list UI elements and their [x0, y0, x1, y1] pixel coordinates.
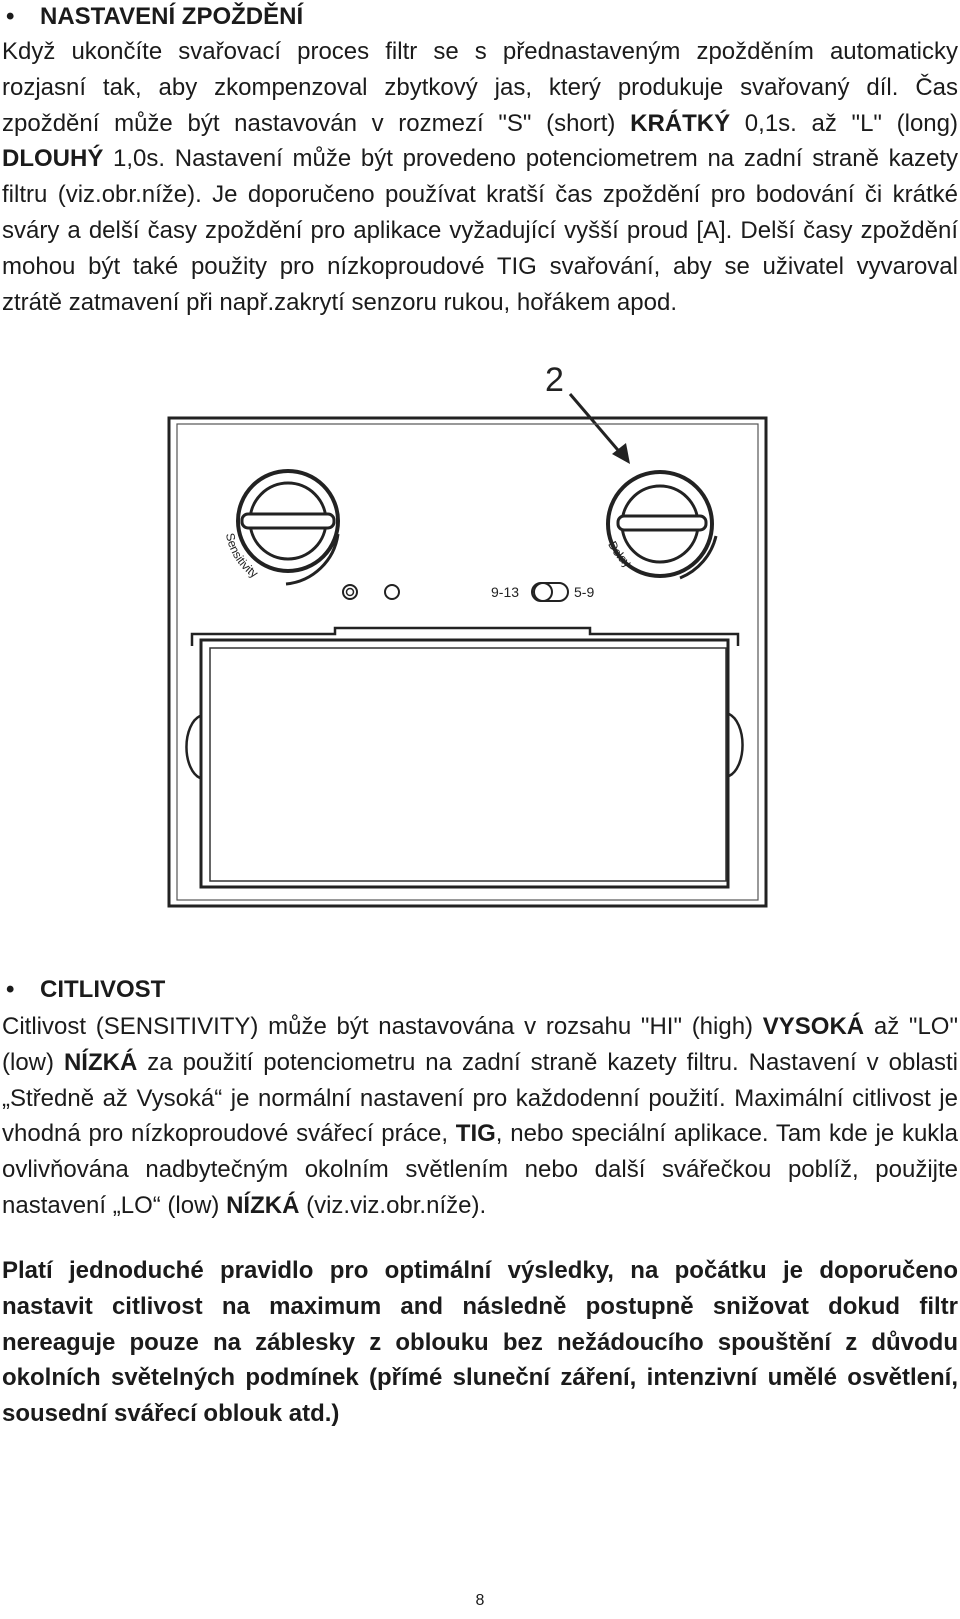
sens-text-2: až "LO" (low)	[2, 1013, 958, 1076]
delay-text-2: 0,1s. až "L" (long)	[730, 109, 958, 137]
bullet: •	[6, 976, 15, 1003]
filter-window	[190, 626, 740, 889]
delay-title: NASTAVENÍ ZPOŽDĚNÍ	[40, 3, 304, 30]
delay-text-long: DLOUHÝ	[2, 145, 104, 173]
sens-text-4: , nebo speciální aplikace. Tam kde je ku…	[2, 1120, 958, 1219]
sens-text-5: (viz.viz.obr.níže).	[299, 1191, 487, 1219]
sens-text-low: NÍZKÁ	[63, 1048, 138, 1076]
rule-paragraph: Platí jednoduché pravidlo pro optimální …	[2, 1257, 958, 1428]
shade-range-switch[interactable]	[531, 582, 569, 602]
sensitivity-heading: • CITLIVOST	[0, 973, 165, 1007]
sens-text-3: za použití potenciometru na zadní straně…	[2, 1048, 958, 1148]
sens-text-high: VYSOKÁ	[762, 1013, 865, 1040]
delay-text-3: 1,0s. Nastavení může být provedeno poten…	[2, 145, 958, 316]
delay-knob[interactable]	[606, 470, 718, 580]
callout-number: 2	[545, 361, 564, 399]
delay-heading: • NASTAVENÍ ZPOŽDĚNÍ	[0, 0, 303, 34]
filter-cartridge-diagram: 2 Sensitivity Delay 9-13 5-9	[167, 361, 768, 908]
sens-text-1: Citlivost (SENSITIVITY) může být nastavo…	[2, 1013, 763, 1040]
cartridge-housing	[167, 416, 768, 908]
sens-text-low-2: NÍZKÁ	[226, 1191, 300, 1219]
callout-arrow	[568, 393, 630, 464]
sensitivity-title: CITLIVOST	[40, 976, 166, 1003]
page-number: 8	[475, 1592, 485, 1609]
delay-text-short: KRÁTKÝ	[630, 109, 731, 137]
delay-paragraph: Když ukončíte svařovací proces filtr se …	[2, 34, 958, 320]
side-clips	[185, 712, 744, 780]
bullet: •	[6, 3, 15, 30]
shade-switch-left-label: 9-13	[491, 584, 519, 600]
sens-text-tig: TIG	[455, 1120, 496, 1148]
led-indicators	[342, 584, 400, 600]
shade-switch-right-label: 5-9	[574, 584, 594, 600]
sensitivity-paragraph: Citlivost (SENSITIVITY) může být nastavo…	[2, 1009, 958, 1224]
delay-text-1: Když ukončíte svařovací proces filtr se …	[2, 38, 958, 137]
sensitivity-knob[interactable]	[236, 469, 340, 586]
